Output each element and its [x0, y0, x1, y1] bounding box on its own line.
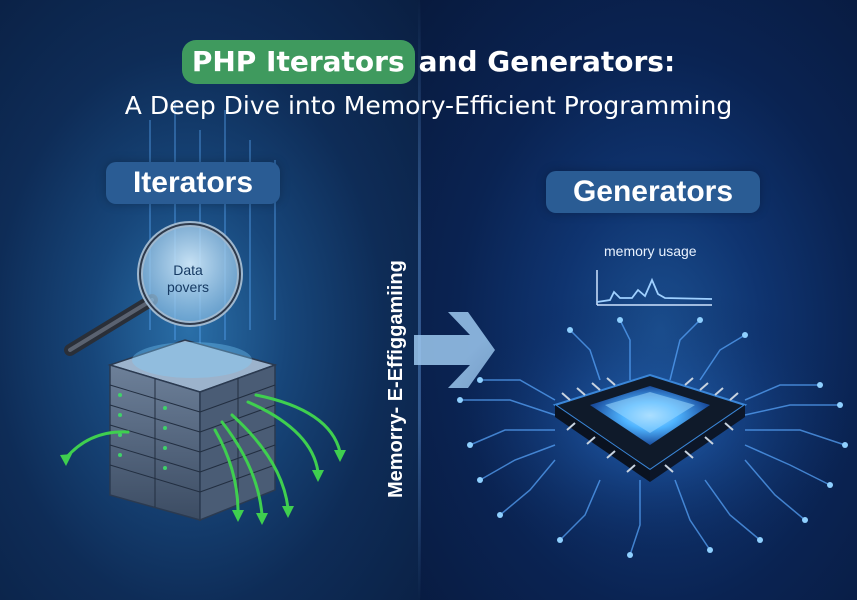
magnifier-text-line-2: povers	[166, 279, 210, 295]
vertical-caption: Memorry- E-Effiggamiing	[385, 260, 407, 498]
circuit-traces	[460, 319, 846, 556]
generators-label: Generators	[546, 171, 760, 213]
title-rest: and Generators:	[418, 45, 676, 78]
memory-usage-label: memory usage	[604, 243, 697, 259]
magnifier-icon	[64, 221, 243, 356]
iteration-arrows	[64, 393, 342, 517]
arrow-heads	[60, 450, 346, 525]
server-stack-icon	[107, 339, 278, 522]
line-chart-icon	[596, 270, 713, 306]
circuit-nodes	[457, 317, 848, 558]
magnifier-text-line-1: Data	[173, 262, 203, 278]
magnifier-text: Data povers	[150, 262, 226, 296]
center-divider	[418, 0, 421, 600]
subtitle: A Deep Dive into Memory-Efficient Progra…	[124, 91, 733, 120]
iterators-label: Iterators	[106, 162, 280, 204]
title-highlight: PHP Iterators	[181, 40, 415, 84]
cpu-chip-icon	[552, 373, 748, 482]
